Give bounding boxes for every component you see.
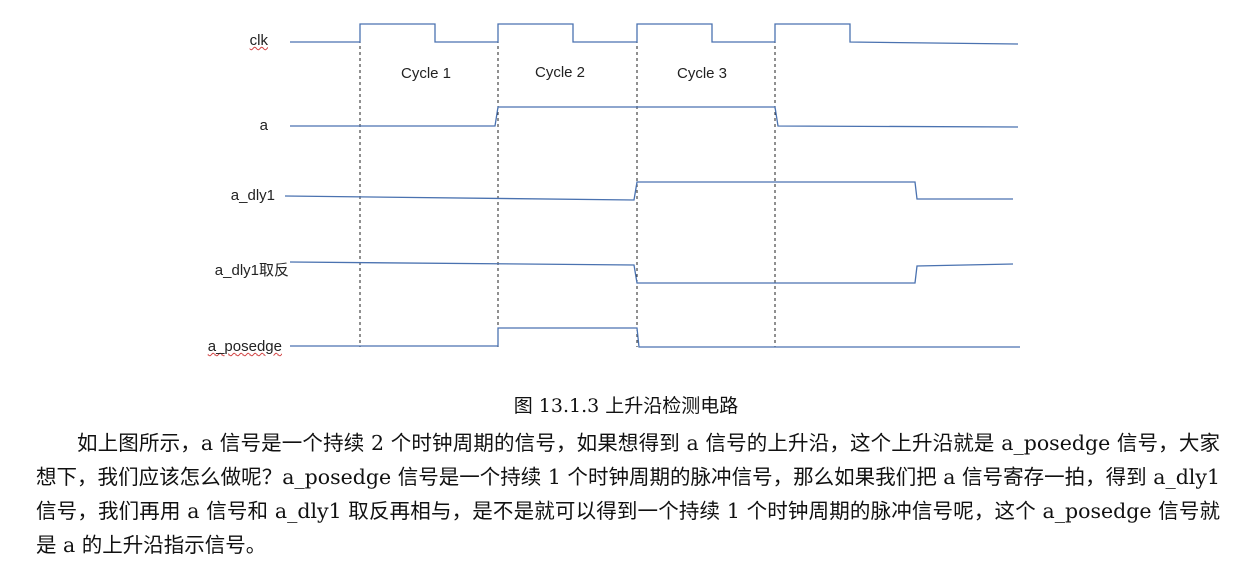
cycle-label-1: Cycle 1 bbox=[401, 65, 452, 82]
a-dly1-inv-waveform bbox=[289, 261, 1014, 284]
timing-diagram: clk a a_dly1 a_dly1取反 a_posedge Cycle 1 … bbox=[207, 23, 1020, 355]
signal-label-a-dly1-inv: a_dly1取反 bbox=[214, 262, 289, 279]
signal-label-clk: clk bbox=[249, 32, 268, 49]
signal-label-a-posedge: a_posedge bbox=[207, 338, 282, 355]
a-posedge-waveform bbox=[290, 327, 1020, 348]
signal-label-a-dly1: a_dly1 bbox=[230, 187, 275, 204]
cycle-label-3: Cycle 3 bbox=[677, 65, 728, 82]
figure-caption: 图 13.1.3 上升沿检测电路 bbox=[513, 395, 739, 417]
signal-label-a: a bbox=[259, 117, 268, 134]
clk-waveform bbox=[290, 23, 1019, 45]
a-waveform bbox=[290, 106, 1019, 128]
timing-diagram-svg bbox=[284, 23, 1020, 348]
body-paragraph: 如上图所示，a 信号是一个持续 2 个时钟周期的信号，如果想得到 a 信号的上升… bbox=[36, 431, 1220, 557]
cycle-label-2: Cycle 2 bbox=[535, 64, 586, 81]
a-dly1-waveform bbox=[284, 181, 1013, 201]
